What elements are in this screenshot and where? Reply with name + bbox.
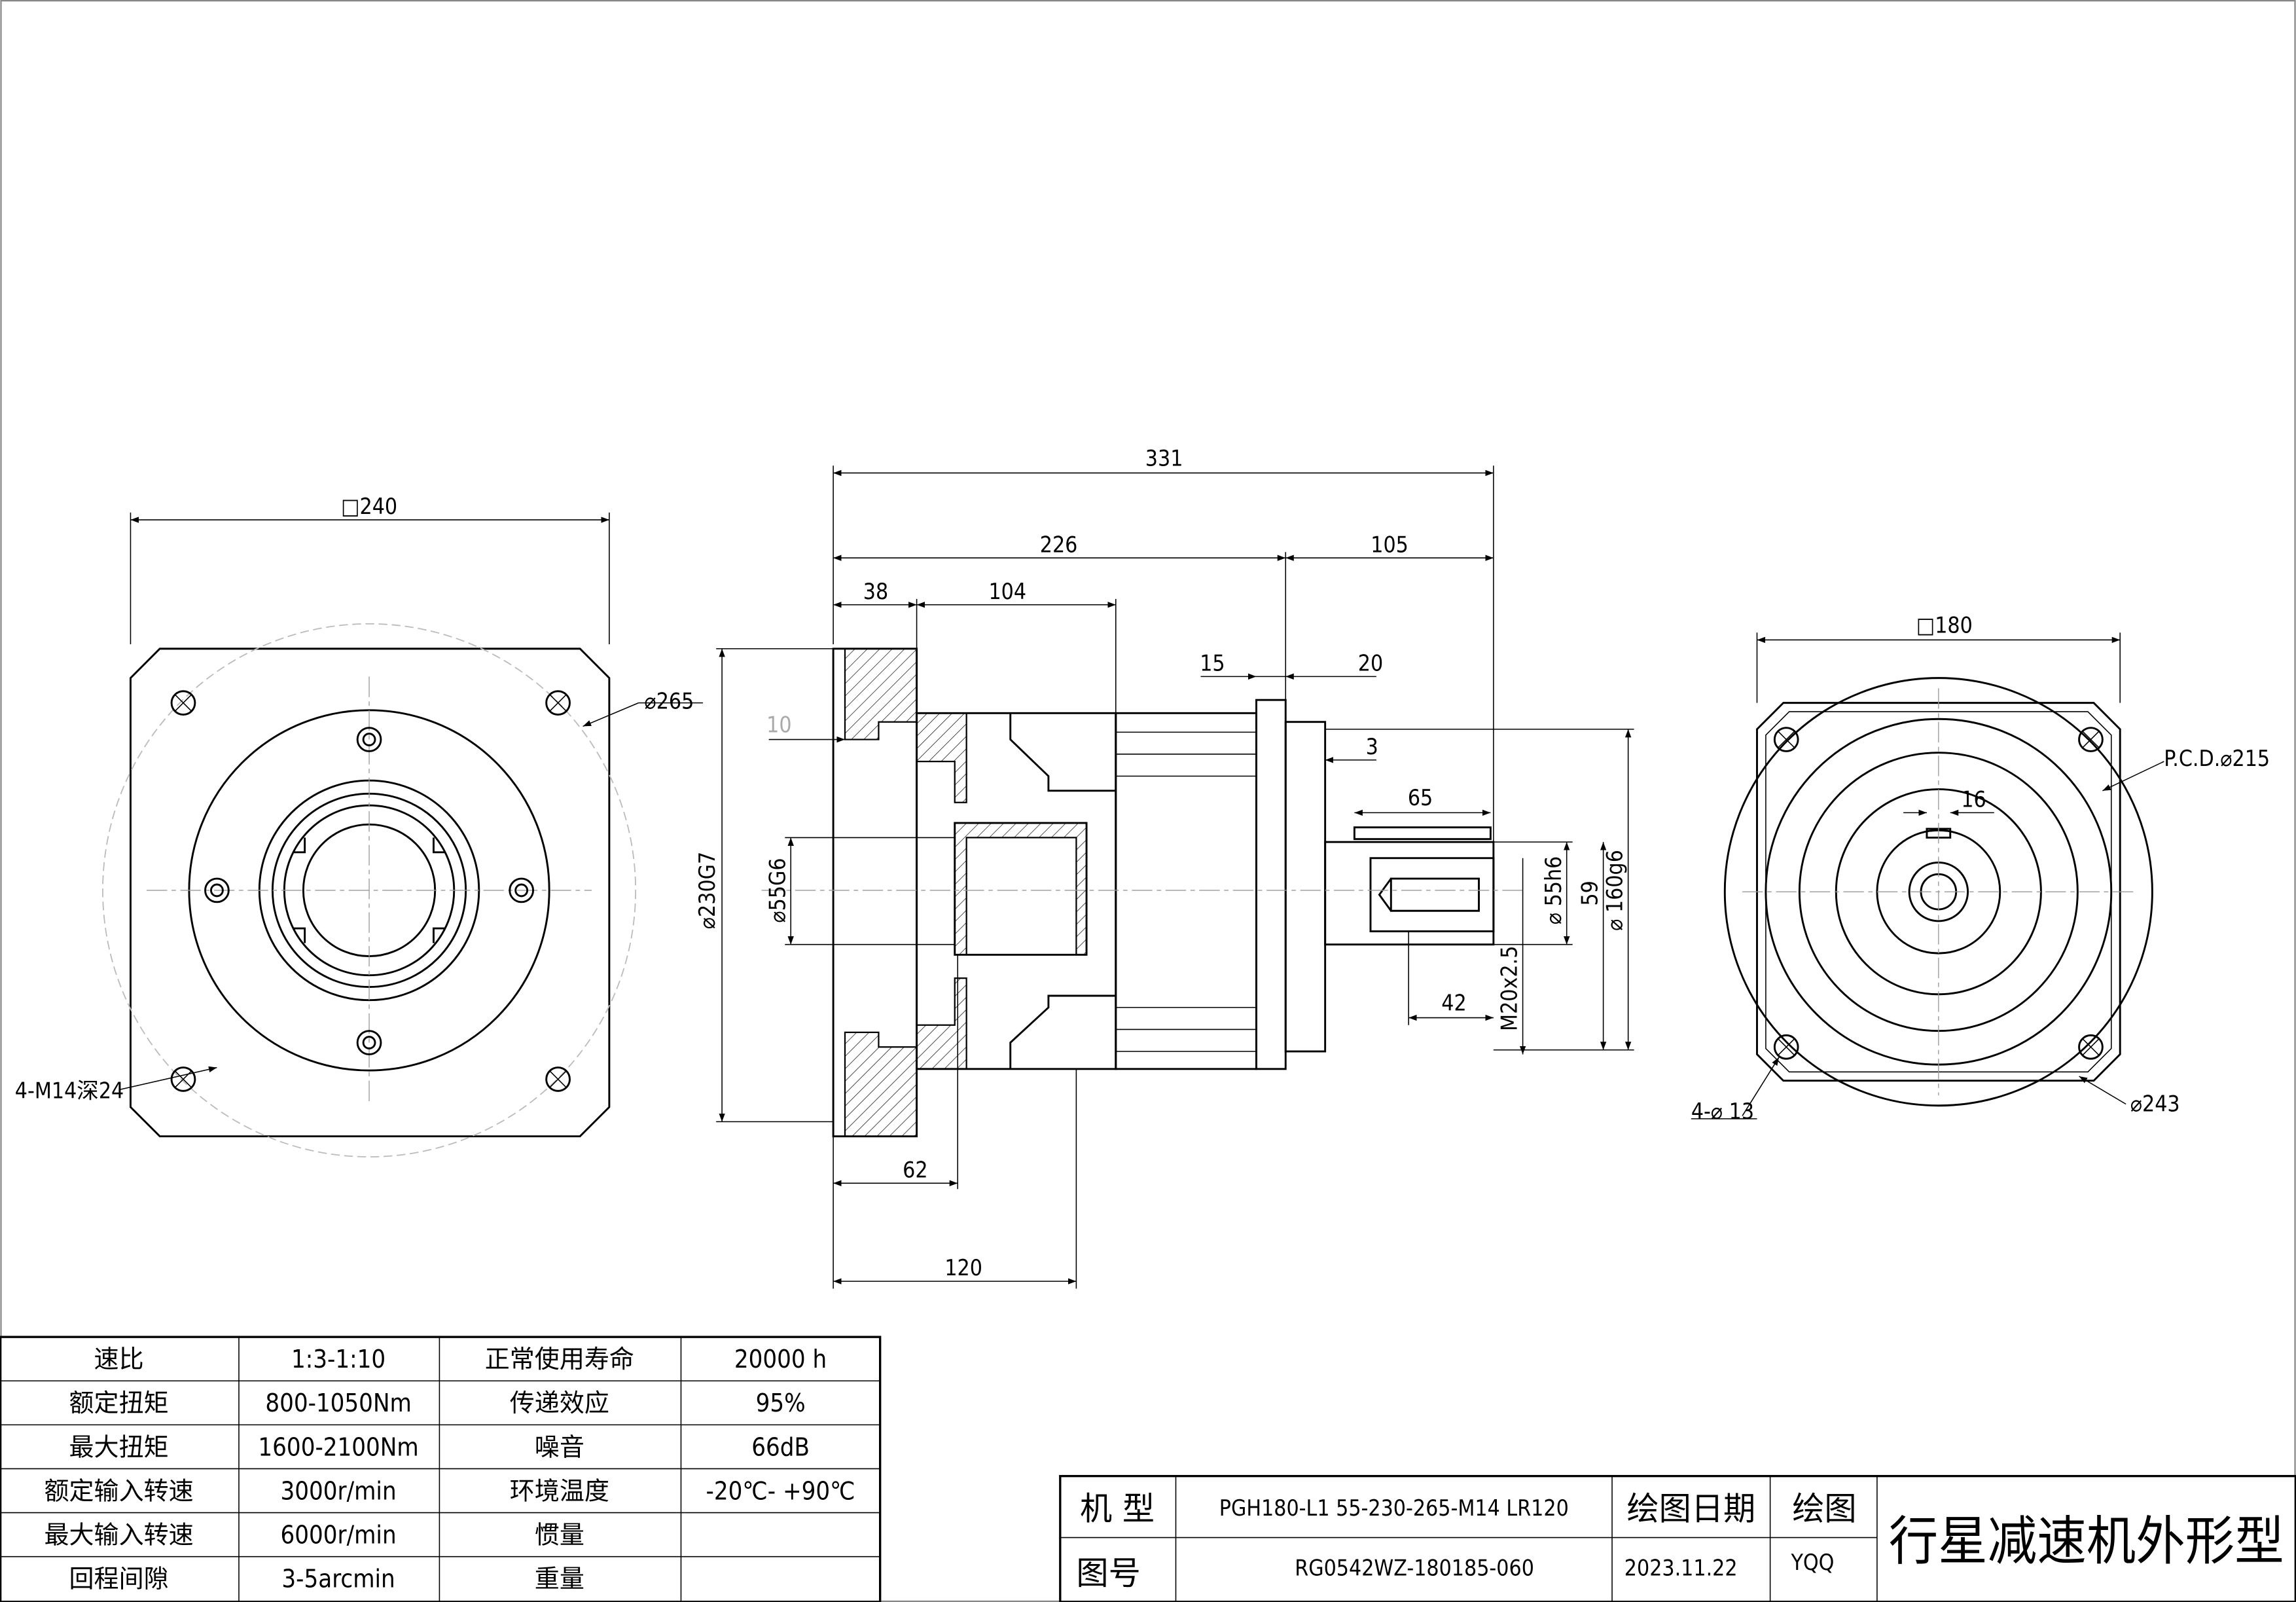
- spec-value: 1:3-1:10: [291, 1345, 386, 1374]
- spec-value: 3000r/min: [281, 1476, 397, 1505]
- model-value: PGH180-L1 55-230-265-M14 LR120: [1219, 1495, 1569, 1521]
- dim-right-pcd: P.C.D.⌀215: [2164, 746, 2270, 771]
- spec-value: 800-1050Nm: [265, 1389, 412, 1417]
- dim-10: 10: [766, 712, 791, 737]
- spec-value: 20000 h: [734, 1345, 827, 1374]
- spec-value: 95%: [756, 1389, 806, 1417]
- dim-120: 120: [944, 1255, 982, 1281]
- spec-label: 额定输入转速: [45, 1476, 194, 1505]
- dim-key-width: 16: [1961, 786, 1986, 812]
- spec-label: 正常使用寿命: [485, 1345, 634, 1374]
- drawing-title: 行星减速机外形型: [1889, 1510, 2284, 1572]
- dim-thread-depth: 42: [1441, 990, 1466, 1015]
- spec-label: 重量: [535, 1565, 584, 1593]
- spec-label: 惯量: [535, 1521, 584, 1550]
- dim-tapped-holes: 4-M14深24: [15, 1078, 124, 1104]
- spec-label: 速比: [94, 1345, 144, 1374]
- title-block: 机 型 PGH180-L1 55-230-265-M14 LR120 图号 RG…: [1059, 1474, 2296, 1602]
- spec-value: 1600-2100Nm: [258, 1432, 418, 1461]
- spec-label: 传递效应: [510, 1389, 609, 1417]
- dim-flange-thickness: 38: [863, 579, 888, 604]
- dim-right-square: □180: [1916, 612, 1973, 638]
- spec-table: 速比 1:3-1:10 正常使用寿命 20000 h 额定扭矩 800-1050Nm 传递效…: [0, 1336, 882, 1602]
- dim-thread: M20x2.5: [1497, 946, 1522, 1031]
- spec-value: 6000r/min: [281, 1521, 397, 1550]
- drawing-no-label: 图号: [1076, 1554, 1140, 1592]
- dim-15: 15: [1200, 650, 1225, 676]
- dim-shaft-length: 105: [1371, 532, 1408, 557]
- drawing-no-value: RG0542WZ-180185-060: [1295, 1556, 1534, 1581]
- drawer-value: YQQ: [1791, 1550, 1835, 1575]
- date-value: 2023.11.22: [1624, 1556, 1738, 1581]
- spec-value: 66dB: [751, 1432, 810, 1461]
- dim-body-length: 226: [1040, 532, 1078, 557]
- drawer-label: 绘图: [1792, 1490, 1856, 1528]
- output-end-view: □180 P.C.D.⌀215 16 4-⌀ 13 ⌀243: [1691, 612, 2270, 1124]
- dim-output-shaft: ⌀ 55h6: [1541, 856, 1566, 924]
- dim-pilot: ⌀ 160g6: [1602, 850, 1628, 931]
- model-label: 机 型: [1080, 1490, 1155, 1528]
- spec-label: 额定扭矩: [69, 1389, 169, 1417]
- dim-left-pcd: ⌀265: [645, 689, 694, 714]
- dim-input-bore: ⌀230G7: [694, 852, 720, 929]
- dim-overall-length: 331: [1145, 445, 1183, 471]
- spec-value: 3-5arcmin: [281, 1565, 395, 1593]
- spec-label: 环境温度: [510, 1476, 609, 1505]
- dim-right-holes: 4-⌀ 13: [1691, 1099, 1754, 1124]
- dim-right-circle: ⌀243: [2130, 1091, 2180, 1117]
- dim-key-length: 65: [1408, 785, 1433, 810]
- dim-62: 62: [903, 1157, 927, 1182]
- side-section-view: 331 226 105 38 104 15 20 10 3 65 42 ⌀230…: [694, 445, 1634, 1289]
- input-end-view: □240 ⌀265 4-M14深24: [15, 494, 704, 1157]
- dim-housing-length: 104: [988, 579, 1026, 604]
- spec-label: 最大扭矩: [69, 1432, 169, 1461]
- dim-3: 3: [1366, 734, 1378, 759]
- spec-label: 噪音: [535, 1432, 584, 1461]
- spec-label: 最大输入转速: [45, 1521, 194, 1550]
- dim-key-height: 59: [1577, 881, 1603, 905]
- dim-20: 20: [1358, 650, 1383, 676]
- spec-label: 回程间隙: [69, 1565, 169, 1593]
- date-label: 绘图日期: [1626, 1490, 1755, 1528]
- dim-input-shaft-bore: ⌀55G6: [764, 858, 790, 922]
- spec-value: -20℃- +90℃: [706, 1476, 855, 1505]
- dim-left-square: □240: [341, 494, 397, 519]
